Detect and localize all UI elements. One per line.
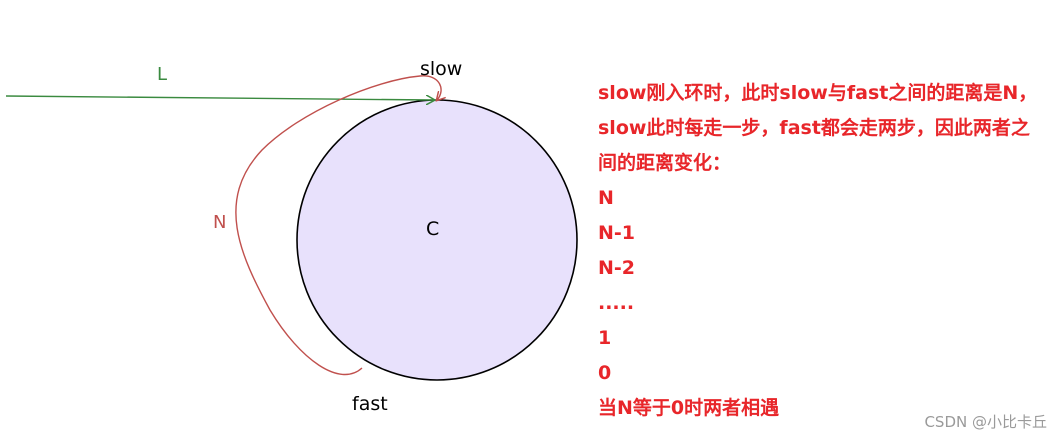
label-fast: fast <box>352 393 388 415</box>
label-l: L <box>157 64 167 85</box>
label-c: C <box>426 218 439 240</box>
label-slow: slow <box>420 58 462 80</box>
note-line: 1 <box>598 327 612 349</box>
note-line: N-2 <box>598 257 636 279</box>
note-line: slow刚入环时，此时slow与fast之间的距离是N， <box>598 82 1038 104</box>
note-line: ..... <box>598 292 635 314</box>
note-line: N <box>598 187 614 209</box>
label-n: N <box>213 212 226 233</box>
note-line: 0 <box>598 362 612 384</box>
note-line: 间的距离变化： <box>598 152 732 174</box>
explanation-notes: slow刚入环时，此时slow与fast之间的距离是N， slow此时每走一步，… <box>598 76 1048 426</box>
note-line: N-1 <box>598 222 636 244</box>
cycle-circle <box>296 99 578 381</box>
note-line: 当N等于0时两者相遇 <box>598 397 780 419</box>
note-line: slow此时每走一步，fast都会走两步，因此两者之 <box>598 117 1030 139</box>
path-line-l <box>5 96 434 100</box>
distance-arc-n <box>235 75 441 376</box>
watermark: CSDN @小比卡丘 <box>924 413 1047 431</box>
